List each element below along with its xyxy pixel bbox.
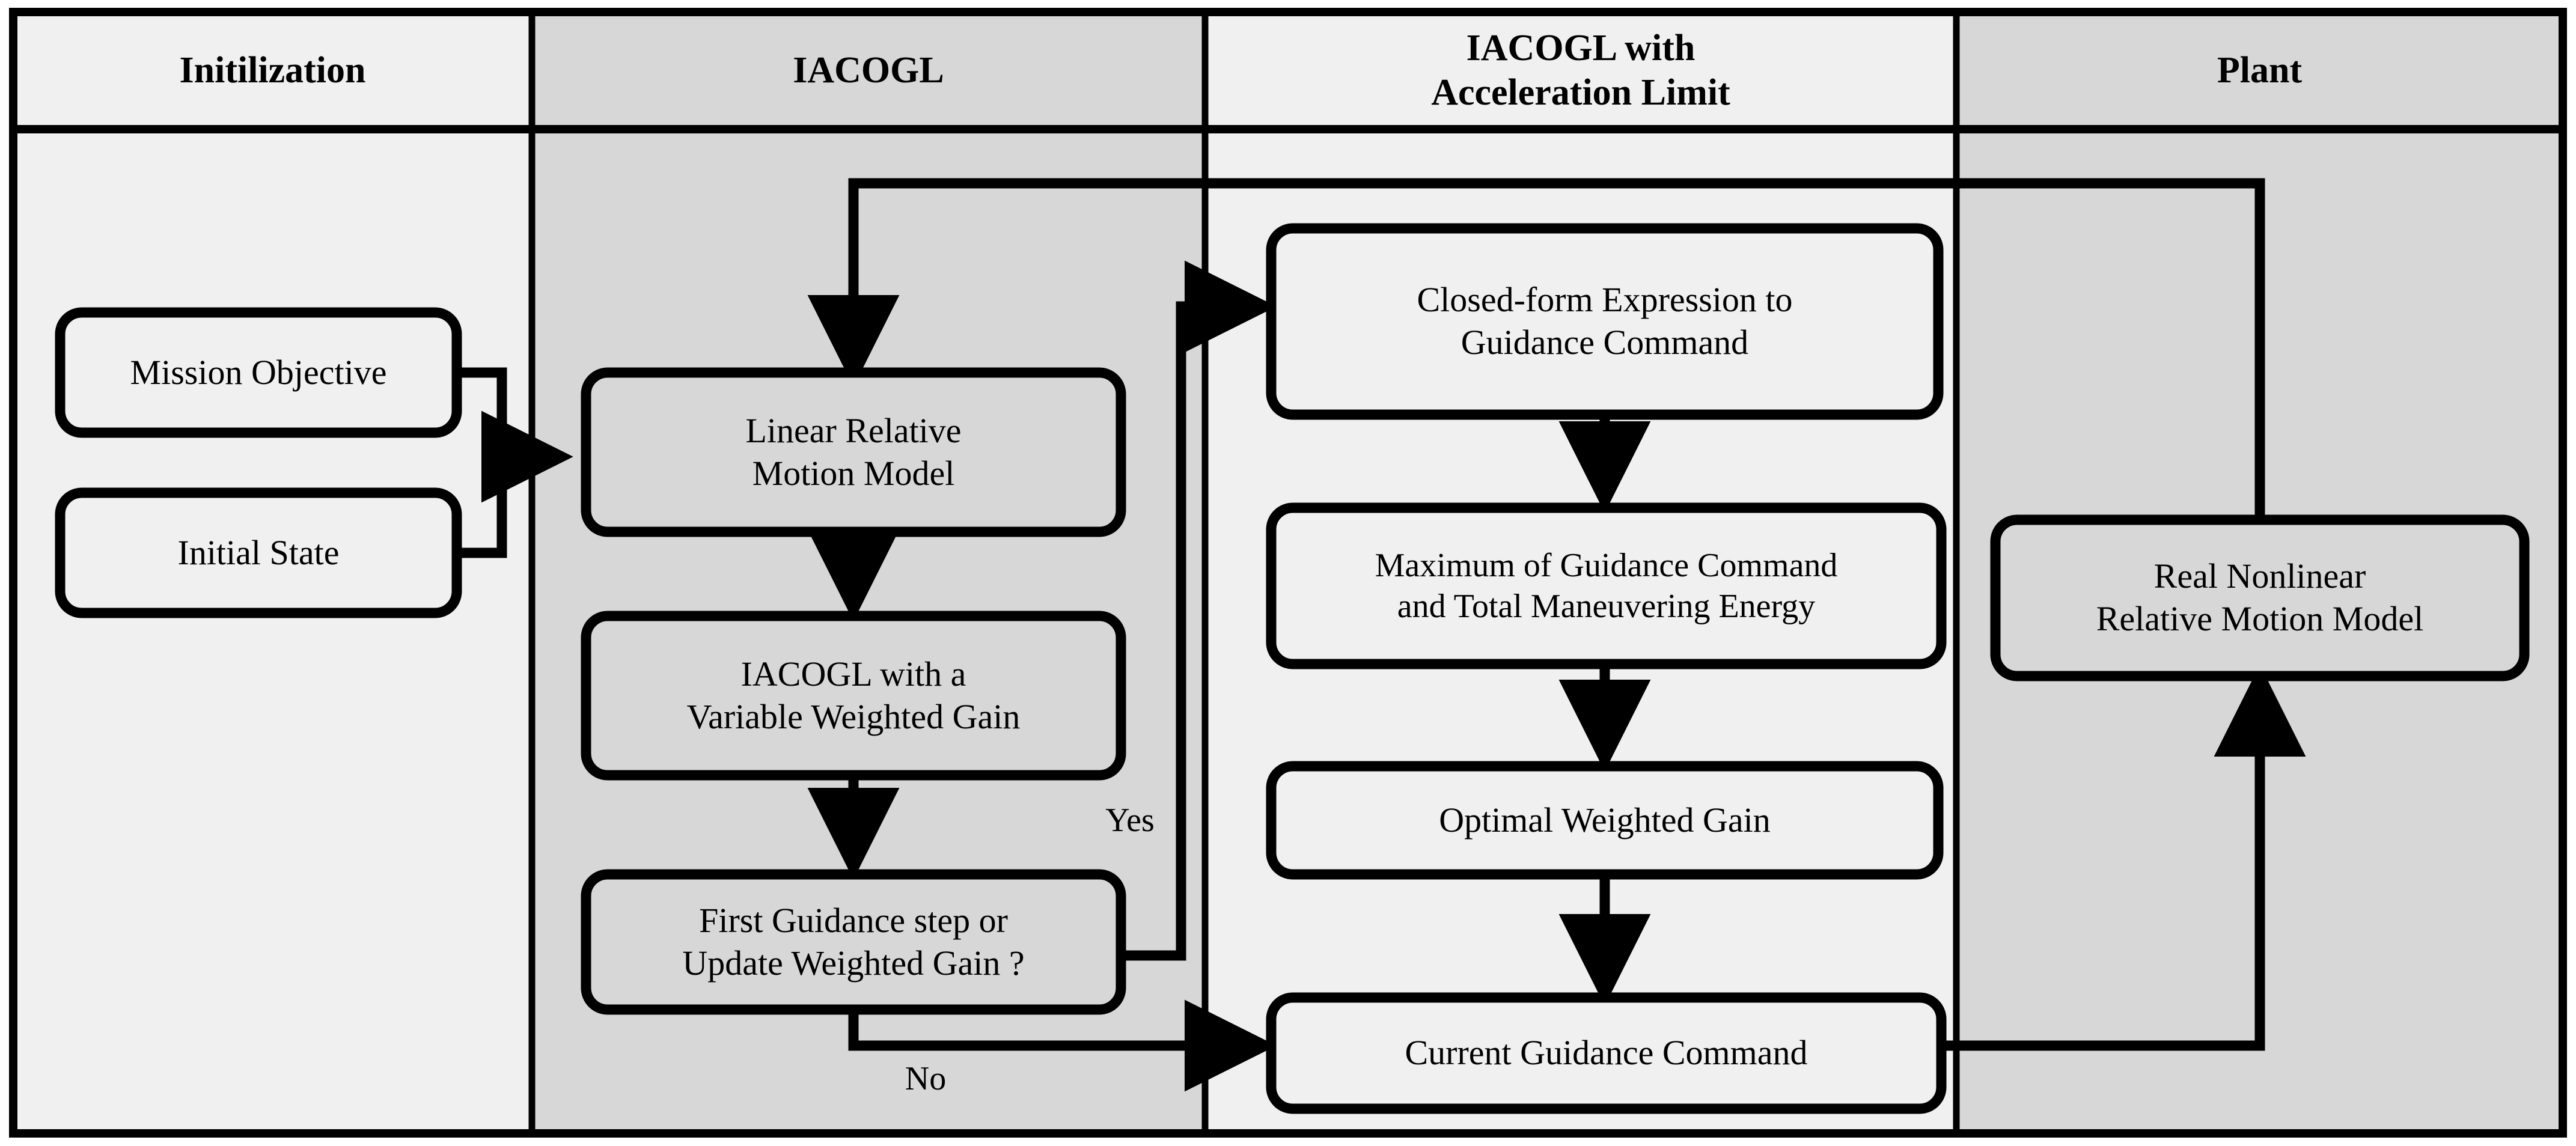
frame-border <box>9 8 2567 1138</box>
node-real-nonlinear-relative-motion-model[interactable] <box>1990 514 2530 681</box>
edge-current-command-to-plant <box>1941 665 2306 1051</box>
node-current-guidance-command[interactable] <box>1266 992 1947 1114</box>
node-maximum-guidance-command[interactable] <box>1266 502 1947 669</box>
node-initial-state[interactable] <box>55 487 462 618</box>
node-mission-objective[interactable] <box>55 307 462 438</box>
edge-decision-yes-to-closed-form <box>1121 260 1277 961</box>
node-iacogl-variable-weighted-gain[interactable] <box>581 611 1126 781</box>
node-optimal-weighted-gain[interactable] <box>1266 761 1944 880</box>
edge-plant-feedback-to-linear-model <box>807 178 2265 523</box>
node-linear-relative-motion-model[interactable] <box>581 367 1126 537</box>
edge-decision-no-to-current-command <box>848 999 1277 1092</box>
node-first-guidance-step-decision[interactable] <box>581 869 1126 1015</box>
node-closed-form-expression[interactable] <box>1266 223 1944 420</box>
